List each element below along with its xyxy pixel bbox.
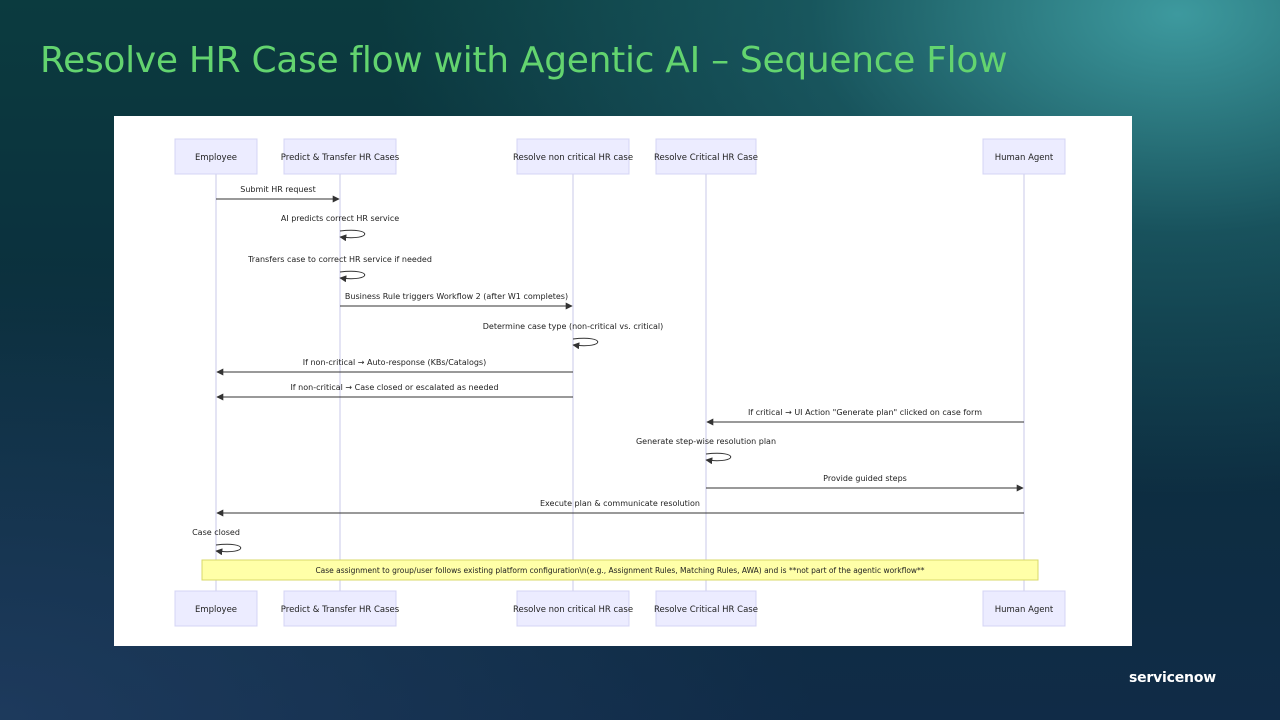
message-5: Determine case type (non-critical vs. cr… <box>483 322 663 350</box>
actor-label-bottom-critical: Resolve Critical HR Case <box>654 605 758 615</box>
actor-label-top-human: Human Agent <box>995 153 1054 163</box>
message-3: Transfers case to correct HR service if … <box>247 255 432 283</box>
message-6: If non-critical → Auto-response (KBs/Cat… <box>216 358 573 376</box>
message-label: Case closed <box>192 528 240 537</box>
message-11: Execute plan & communicate resolution <box>216 499 1024 517</box>
brand-text: servicenow <box>1129 670 1216 686</box>
actor-label-top-noncritical: Resolve non critical HR case <box>513 153 633 163</box>
servicenow-logo: servicenow <box>1129 670 1216 686</box>
actor-label-top-predict: Predict & Transfer HR Cases <box>281 153 400 163</box>
message-12: Case closed <box>192 528 241 556</box>
note-text: Case assignment to group/user follows ex… <box>315 566 924 575</box>
message-label: AI predicts correct HR service <box>281 214 399 223</box>
actor-label-bottom-human: Human Agent <box>995 605 1054 615</box>
message-self-loop <box>339 229 365 242</box>
actor-label-bottom-predict: Predict & Transfer HR Cases <box>281 605 400 615</box>
message-4: Business Rule triggers Workflow 2 (after… <box>340 292 573 310</box>
message-self-loop <box>572 337 598 350</box>
message-2: AI predicts correct HR service <box>281 214 399 242</box>
message-8: If critical → UI Action "Generate plan" … <box>706 408 1024 426</box>
message-label: Provide guided steps <box>823 474 907 483</box>
message-label: If non-critical → Auto-response (KBs/Cat… <box>303 358 486 367</box>
message-7: If non-critical → Case closed or escalat… <box>216 383 573 401</box>
message-label: Determine case type (non-critical vs. cr… <box>483 322 663 331</box>
message-self-loop <box>705 452 731 465</box>
actor-box-bottom-noncritical <box>516 590 630 627</box>
message-self-loop <box>215 543 241 556</box>
actor-label-bottom-employee: Employee <box>195 605 237 615</box>
actor-box-top-predict <box>283 138 397 175</box>
actor-box-bottom-predict <box>283 590 397 627</box>
actor-label-bottom-noncritical: Resolve non critical HR case <box>513 605 633 615</box>
actor-box-bottom-employee <box>174 590 258 627</box>
message-label: Submit HR request <box>240 185 315 194</box>
actor-box-top-human <box>982 138 1066 175</box>
note-box <box>201 559 1039 581</box>
message-label: If non-critical → Case closed or escalat… <box>290 383 498 392</box>
actor-box-bottom-critical <box>655 590 757 627</box>
actor-label-top-critical: Resolve Critical HR Case <box>654 153 758 163</box>
message-label: Transfers case to correct HR service if … <box>247 255 432 264</box>
message-label: Execute plan & communicate resolution <box>540 499 700 508</box>
message-1: Submit HR request <box>216 185 340 203</box>
actor-box-bottom-human <box>982 590 1066 627</box>
message-label: Business Rule triggers Workflow 2 (after… <box>345 292 568 301</box>
message-label: If critical → UI Action "Generate plan" … <box>748 408 982 417</box>
actor-label-top-employee: Employee <box>195 153 237 163</box>
slide-title: Resolve HR Case flow with Agentic AI – S… <box>40 40 1008 81</box>
message-label: Generate step-wise resolution plan <box>636 437 776 446</box>
actor-box-top-critical <box>655 138 757 175</box>
message-10: Provide guided steps <box>706 474 1024 492</box>
actor-box-top-employee <box>174 138 258 175</box>
message-self-loop <box>339 270 365 283</box>
message-9: Generate step-wise resolution plan <box>636 437 776 465</box>
actor-box-top-noncritical <box>516 138 630 175</box>
